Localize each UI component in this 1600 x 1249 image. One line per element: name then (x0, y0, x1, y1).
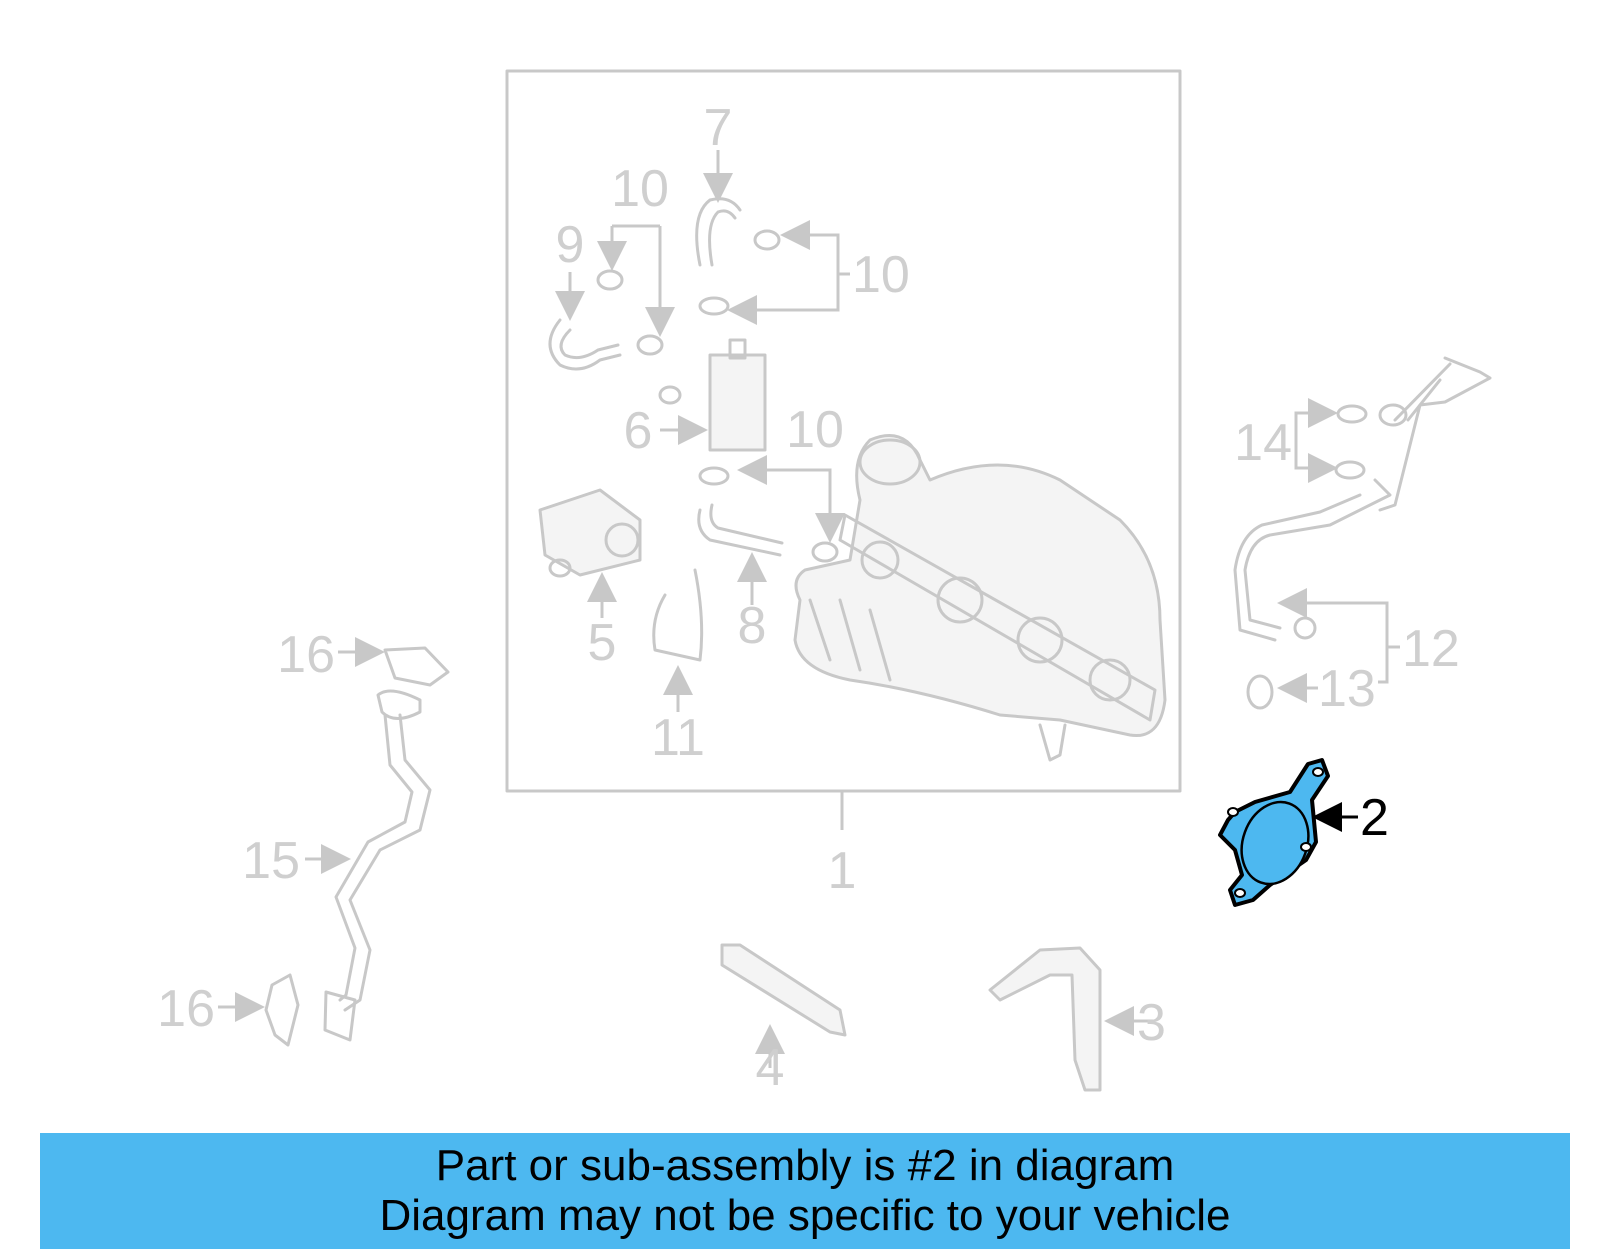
banner-line-2: Diagram may not be specific to your vehi… (379, 1191, 1231, 1240)
bracket-parts (720, 943, 1102, 1092)
oil-pipe-part (264, 646, 450, 1047)
callout-7: 7 (704, 99, 733, 157)
callout-3: 3 (1137, 994, 1166, 1052)
callout-2: 2 (1360, 789, 1389, 847)
callout-10-b: 10 (852, 246, 910, 304)
callout-4: 4 (756, 1039, 785, 1097)
callout-8: 8 (738, 597, 767, 655)
callout-10-a: 10 (611, 160, 669, 218)
callout-6: 6 (624, 402, 653, 460)
coolant-pipe-part (1233, 356, 1492, 710)
callout-16-top: 16 (277, 626, 335, 684)
callout-11: 11 (651, 709, 705, 767)
callout-12: 12 (1402, 620, 1460, 678)
callout-1: 1 (828, 842, 857, 900)
callout-16-bottom: 16 (157, 980, 215, 1038)
callout-5: 5 (588, 614, 617, 672)
turbocharger-part (793, 434, 1167, 762)
info-banner: Part or sub-assembly is #2 in diagram Di… (40, 1133, 1570, 1249)
gasket-part-2 (1218, 758, 1330, 907)
banner-line-1: Part or sub-assembly is #2 in diagram (435, 1141, 1175, 1190)
leaders (555, 150, 850, 712)
small-parts (538, 197, 839, 662)
callout-14: 14 (1234, 414, 1292, 472)
callout-10-c: 10 (786, 401, 844, 459)
callout-13: 13 (1318, 660, 1376, 718)
callout-15: 15 (242, 832, 300, 890)
callout-9: 9 (556, 216, 585, 274)
